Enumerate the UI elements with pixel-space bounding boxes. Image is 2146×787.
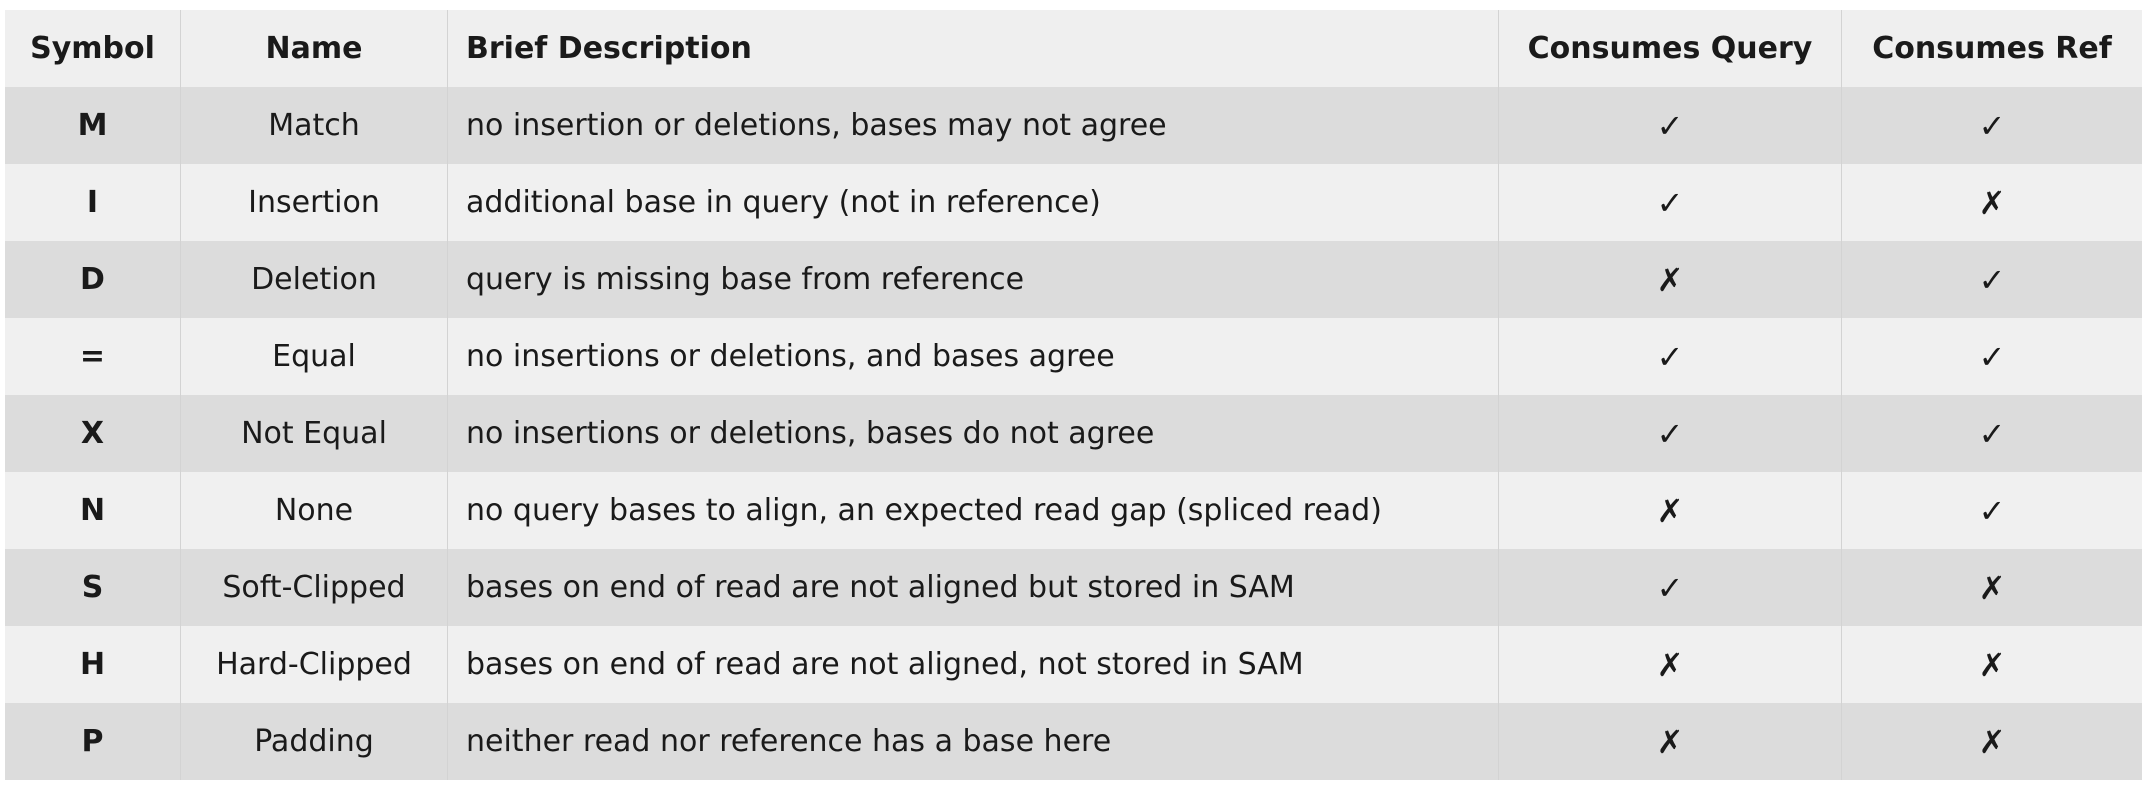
cell-symbol: X: [5, 395, 181, 472]
cell-name: Padding: [180, 703, 448, 780]
cell-description: no insertions or deletions, and bases ag…: [447, 318, 1499, 395]
table-row: M Match no insertion or deletions, bases…: [5, 87, 2142, 164]
header-brief-description: Brief Description: [447, 10, 1499, 87]
cell-consumes-ref: ✗: [1841, 549, 2142, 626]
cell-description: no insertions or deletions, bases do not…: [447, 395, 1499, 472]
cell-description: no query bases to align, an expected rea…: [447, 472, 1499, 549]
cell-name: Deletion: [180, 241, 448, 318]
cell-description: query is missing base from reference: [447, 241, 1499, 318]
cell-consumes-query: ✗: [1498, 703, 1842, 780]
table-body: M Match no insertion or deletions, bases…: [5, 87, 2142, 780]
cell-name: Soft-Clipped: [180, 549, 448, 626]
cigar-operations-table-container: Symbol Name Brief Description Consumes Q…: [5, 10, 2142, 780]
cell-name: None: [180, 472, 448, 549]
cigar-operations-table: Symbol Name Brief Description Consumes Q…: [5, 10, 2142, 780]
cell-symbol: H: [5, 626, 181, 703]
cell-name: Not Equal: [180, 395, 448, 472]
cell-name: Equal: [180, 318, 448, 395]
cell-consumes-ref: ✓: [1841, 395, 2142, 472]
cell-symbol: M: [5, 87, 181, 164]
table-header: Symbol Name Brief Description Consumes Q…: [5, 10, 2142, 87]
cell-description: bases on end of read are not aligned, no…: [447, 626, 1499, 703]
cell-consumes-query: ✓: [1498, 318, 1842, 395]
cell-consumes-query: ✗: [1498, 241, 1842, 318]
cell-symbol: D: [5, 241, 181, 318]
cell-symbol: I: [5, 164, 181, 241]
cell-consumes-query: ✗: [1498, 626, 1842, 703]
cell-consumes-query: ✓: [1498, 549, 1842, 626]
cell-description: additional base in query (not in referen…: [447, 164, 1499, 241]
table-row: H Hard-Clipped bases on end of read are …: [5, 626, 2142, 703]
cell-symbol: N: [5, 472, 181, 549]
cell-consumes-ref: ✓: [1841, 318, 2142, 395]
header-name: Name: [180, 10, 448, 87]
cell-symbol: =: [5, 318, 181, 395]
cell-name: Hard-Clipped: [180, 626, 448, 703]
table-row: S Soft-Clipped bases on end of read are …: [5, 549, 2142, 626]
table-row: D Deletion query is missing base from re…: [5, 241, 2142, 318]
header-consumes-query: Consumes Query: [1498, 10, 1842, 87]
cell-description: no insertion or deletions, bases may not…: [447, 87, 1499, 164]
cell-consumes-query: ✗: [1498, 472, 1842, 549]
cell-name: Insertion: [180, 164, 448, 241]
cell-consumes-ref: ✓: [1841, 87, 2142, 164]
cell-consumes-ref: ✓: [1841, 472, 2142, 549]
cell-consumes-query: ✓: [1498, 87, 1842, 164]
cell-name: Match: [180, 87, 448, 164]
table-row: = Equal no insertions or deletions, and …: [5, 318, 2142, 395]
table-row: I Insertion additional base in query (no…: [5, 164, 2142, 241]
cell-consumes-ref: ✗: [1841, 703, 2142, 780]
cell-consumes-ref: ✓: [1841, 241, 2142, 318]
cell-consumes-ref: ✗: [1841, 626, 2142, 703]
table-row: N None no query bases to align, an expec…: [5, 472, 2142, 549]
cell-symbol: S: [5, 549, 181, 626]
cell-description: neither read nor reference has a base he…: [447, 703, 1499, 780]
table-row: X Not Equal no insertions or deletions, …: [5, 395, 2142, 472]
cell-consumes-ref: ✗: [1841, 164, 2142, 241]
cell-consumes-query: ✓: [1498, 164, 1842, 241]
header-row: Symbol Name Brief Description Consumes Q…: [5, 10, 2142, 87]
header-symbol: Symbol: [5, 10, 181, 87]
header-consumes-ref: Consumes Ref: [1841, 10, 2142, 87]
cell-consumes-query: ✓: [1498, 395, 1842, 472]
cell-description: bases on end of read are not aligned but…: [447, 549, 1499, 626]
table-row: P Padding neither read nor reference has…: [5, 703, 2142, 780]
cell-symbol: P: [5, 703, 181, 780]
